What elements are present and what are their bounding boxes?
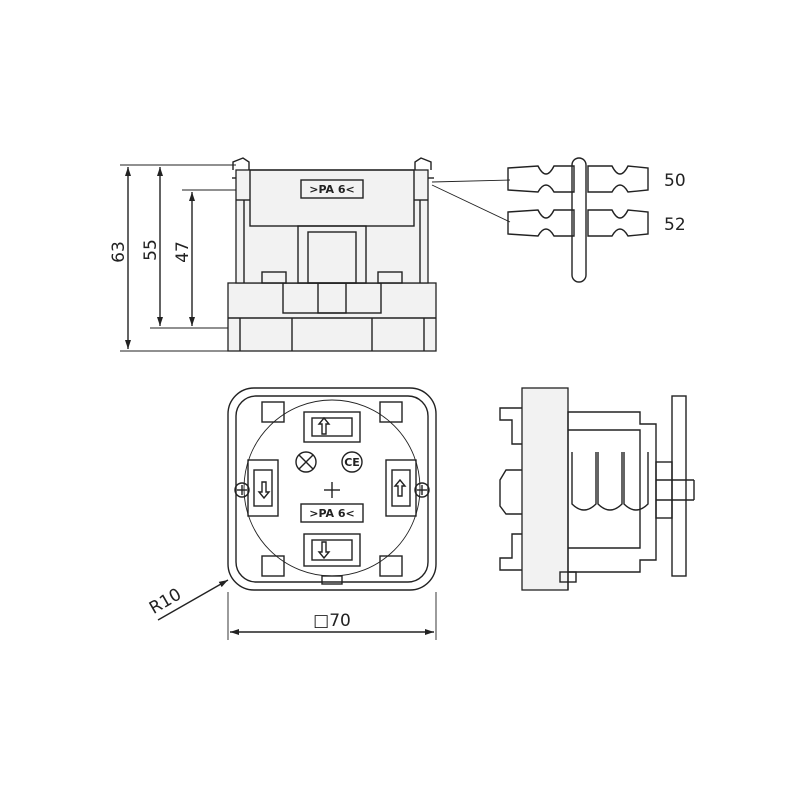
terminal-bottom [303, 533, 361, 567]
dimension-52: 52 [664, 215, 686, 235]
dimension-63: 63 [109, 241, 129, 263]
dimension-70: □70 [313, 611, 351, 631]
terminal-top [303, 411, 361, 443]
height-dimensions: 63 55 47 [109, 164, 236, 352]
radius-dimension: R10 [146, 579, 229, 621]
dimension-47: 47 [173, 241, 193, 263]
arrow-up-icon [393, 478, 407, 497]
arrow-down-icon [257, 481, 271, 500]
front-elevation-view: >PA 6< [227, 157, 437, 352]
terminal-right [385, 459, 430, 517]
ground-symbol-icon [324, 482, 340, 498]
screw-icon [295, 451, 317, 473]
width-dimension: □70 [227, 592, 437, 640]
arrow-up-icon [317, 416, 331, 435]
side-elevation-view [499, 387, 695, 591]
material-label-bottom: >PA 6< [309, 507, 354, 520]
dimension-50: 50 [664, 171, 686, 191]
ce-mark-icon [341, 451, 363, 473]
screw-icon [234, 482, 250, 498]
ce-mark-label: CE [344, 456, 360, 469]
dimension-55: 55 [141, 239, 161, 261]
plan-view: CE >PA 6< [227, 387, 437, 591]
material-label-top: >PA 6< [309, 183, 354, 196]
arrow-down-icon [317, 541, 331, 560]
clip-detail-view: 50 52 [431, 157, 686, 283]
dimension-radius: R10 [146, 585, 185, 619]
terminal-left [234, 459, 279, 517]
screw-icon [414, 482, 430, 498]
